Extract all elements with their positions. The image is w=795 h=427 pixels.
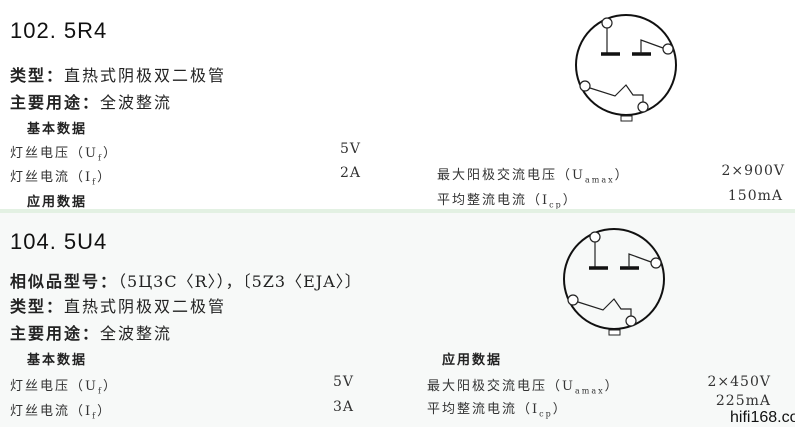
similar-label: 相似品型号： xyxy=(10,272,119,291)
entry-title: 104. 5U4 xyxy=(10,229,108,254)
basic-data-heading: 基本数据 xyxy=(27,353,88,368)
use-label: 主要用途： xyxy=(10,324,101,343)
type-row: 类型：直热式阴极双二极管 xyxy=(10,293,226,317)
filament-current-value: 2A xyxy=(340,165,362,181)
avg-rectified-current-label: 平均整流电流（Icp） xyxy=(427,402,568,419)
type-row: 类型：直热式阴极双二极管 xyxy=(10,62,226,86)
filament-current-label: 灯丝电流（If） xyxy=(10,170,113,187)
filament-voltage-value: 5V xyxy=(340,141,362,157)
max-anode-voltage-label: 最大阳极交流电压（Uamax） xyxy=(427,379,620,396)
avg-rectified-current-label: 平均整流电流（Icp） xyxy=(437,193,578,210)
entry-title: 102. 5R4 xyxy=(10,18,108,43)
tube-pinout-diagram-icon xyxy=(562,227,666,337)
lower-section-background xyxy=(0,213,795,427)
tube-pinout-diagram-icon xyxy=(574,13,678,123)
similar-models-row: 相似品型号：（5Ц3C〈R〉），〔5Z3〈EJA〉〕 xyxy=(10,268,362,292)
use-value: 全波整流 xyxy=(100,324,173,343)
basic-data-heading: 基本数据 xyxy=(27,122,88,137)
use-label: 主要用途： xyxy=(10,93,101,112)
use-row: 主要用途：全波整流 xyxy=(10,89,172,113)
max-anode-voltage-label: 最大阳极交流电压（Uamax） xyxy=(437,168,630,185)
type-label: 类型： xyxy=(10,66,65,85)
filament-current-value: 3A xyxy=(333,399,355,415)
filament-current-label: 灯丝电流（If） xyxy=(10,404,113,421)
max-anode-voltage-value: 2×450V xyxy=(707,374,771,390)
avg-rectified-current-value: 150mA xyxy=(727,188,783,204)
similar-value: （5Ц3C〈R〉），〔5Z3〈EJA〉〕 xyxy=(118,272,362,291)
type-value: 直热式阴极双二极管 xyxy=(64,66,227,85)
avg-rectified-current-value: 225mA xyxy=(715,393,771,409)
filament-voltage-label: 灯丝电压（Uf） xyxy=(10,146,118,163)
watermark: hifi168.com xyxy=(730,409,795,426)
filament-voltage-value: 5V xyxy=(333,374,355,390)
application-data-heading: 应用数据 xyxy=(27,195,88,210)
type-label: 类型： xyxy=(10,297,65,316)
type-value: 直热式阴极双二极管 xyxy=(64,297,227,316)
filament-voltage-label: 灯丝电压（Uf） xyxy=(10,379,118,396)
use-row: 主要用途：全波整流 xyxy=(10,320,172,344)
use-value: 全波整流 xyxy=(100,93,173,112)
section-divider xyxy=(0,209,795,213)
application-data-heading: 应用数据 xyxy=(442,353,503,368)
max-anode-voltage-value: 2×900V xyxy=(721,163,785,179)
